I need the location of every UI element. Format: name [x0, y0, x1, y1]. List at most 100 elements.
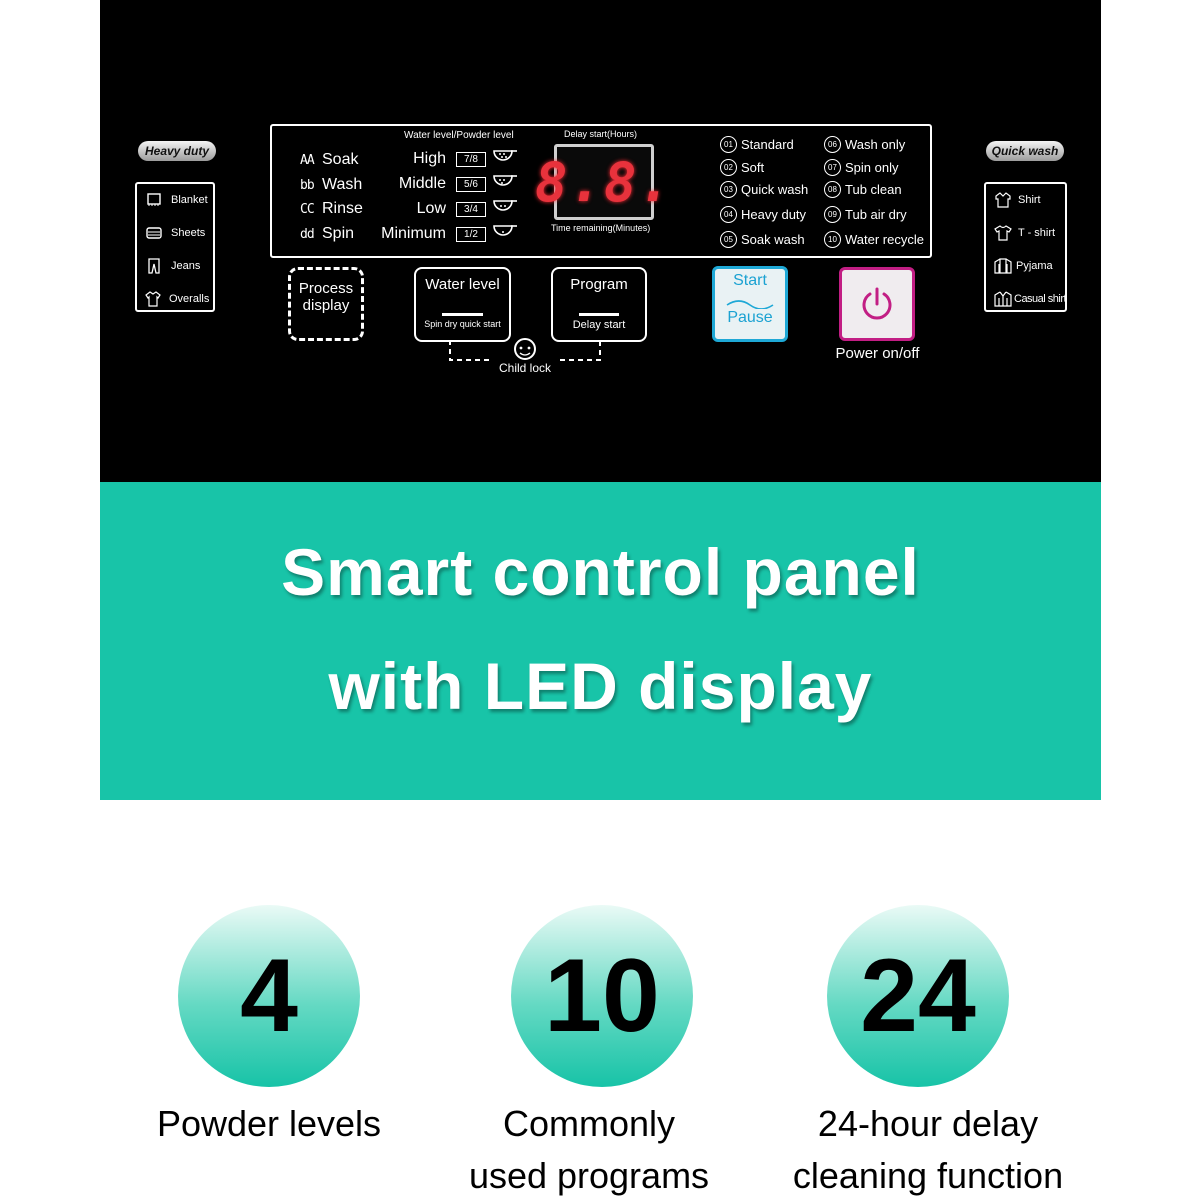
level-fraction: 5/6	[456, 176, 486, 192]
fabric-item-jeans: Jeans	[145, 256, 209, 276]
overalls-icon	[145, 290, 161, 308]
process-display-label: Process display	[298, 280, 354, 314]
segment-code: dd	[300, 226, 315, 242]
fabric-label: Jeans	[171, 260, 201, 272]
stat-circle-delay: 24	[827, 905, 1009, 1087]
fabric-item-shirt: Shirt	[994, 190, 1061, 210]
stat-circle-programs: 10	[511, 905, 693, 1087]
program-button-sub: Delay start	[572, 319, 626, 331]
fabric-item-sheets: Sheets	[145, 223, 209, 243]
water-level-button-sub: Spin dry quick start	[424, 319, 501, 329]
mode-label: Soak	[322, 151, 359, 168]
heavy-duty-pill: Heavy duty	[138, 141, 216, 161]
delay-start-header: Delay start(Hours)	[564, 129, 638, 139]
level-row-minimum: Minimum 1/2	[356, 223, 518, 245]
level-fraction: 3/4	[456, 201, 486, 217]
stat-label-programs: Commonly used programs	[468, 1103, 710, 1196]
headline-line-1: Smart control panel	[281, 535, 920, 609]
jeans-icon	[145, 257, 163, 275]
water-level-header: Water level/Powder level	[404, 130, 514, 141]
right-fabric-list: Shirt T - shirt Pyjama Casual shirt	[984, 182, 1067, 312]
blanket-icon	[145, 191, 163, 209]
water-level-button-label: Water level	[425, 276, 500, 293]
stat-number: 10	[544, 937, 660, 1054]
fabric-item-casual-shirt: Casual shirt	[994, 289, 1067, 309]
control-panel: Heavy duty Blanket Sheets Jeans Overalls…	[100, 0, 1101, 482]
segment-code: bb	[300, 177, 315, 193]
fabric-label: Sheets	[171, 227, 206, 239]
display-frame: Water level/Powder level AA Soak bb Wash…	[270, 124, 932, 258]
level-label: Low	[416, 200, 446, 217]
stat-number: 4	[240, 937, 298, 1054]
level-label: Minimum	[381, 225, 446, 242]
stat-number: 24	[860, 937, 976, 1054]
level-row-high: High 7/8	[356, 148, 518, 170]
wave-icon	[726, 300, 774, 309]
fabric-item-blanket: Blanket	[145, 190, 209, 210]
fabric-label: Overalls	[169, 293, 210, 305]
button-bar	[442, 313, 483, 316]
level-row-middle: Middle 5/6	[356, 173, 518, 195]
pyjama-icon	[994, 257, 1012, 275]
child-lock-connector	[449, 338, 601, 361]
led-digits: 8.8.	[534, 150, 674, 214]
fabric-label: Shirt	[1018, 194, 1041, 206]
stat-label-powder-levels: Powder levels	[156, 1103, 382, 1144]
mode-label: Spin	[322, 225, 355, 242]
t-shirt-icon	[994, 224, 1012, 242]
fabric-item-t-shirt: T - shirt	[994, 223, 1061, 243]
headline-banner: Smart control panel with LED display	[100, 482, 1101, 800]
level-row-low: Low 3/4	[356, 198, 518, 220]
program-button-label: Program	[570, 276, 628, 293]
mode-row-wash: bb Wash	[300, 174, 362, 196]
power-icon	[862, 287, 892, 320]
level-label: High	[413, 150, 446, 167]
level-fraction: 1/2	[456, 226, 486, 242]
pause-label: Pause	[727, 309, 773, 326]
mode-row-soak: AA Soak	[300, 149, 358, 171]
time-remaining-footer: Time remaining(Minutes)	[551, 223, 651, 233]
mode-label: Rinse	[322, 200, 363, 217]
power-label: Power on/off	[835, 345, 920, 362]
level-fraction: 7/8	[456, 151, 486, 167]
segment-code: AA	[300, 152, 315, 168]
level-label: Middle	[398, 175, 446, 192]
mode-label: Wash	[322, 176, 363, 193]
quick-wash-pill: Quick wash	[986, 141, 1064, 161]
powder-cup-icon	[492, 172, 518, 197]
button-bar	[579, 313, 619, 316]
process-display-button[interactable]: Process display	[288, 267, 364, 341]
fabric-label: Blanket	[171, 194, 208, 206]
fabric-item-overalls: Overalls	[145, 289, 209, 309]
fabric-label: Casual shirt	[1014, 293, 1067, 305]
stat-circle-powder-levels: 4	[178, 905, 360, 1087]
power-button[interactable]	[839, 267, 915, 341]
powder-cup-icon	[492, 197, 518, 222]
start-label: Start	[733, 272, 767, 289]
led-display: 8.8.	[535, 144, 671, 220]
fabric-label: Pyjama	[1016, 260, 1053, 272]
sheets-icon	[145, 224, 163, 242]
powder-cup-icon	[492, 147, 518, 172]
mode-row-rinse: CC Rinse	[300, 198, 363, 220]
child-lock-label: Child lock	[498, 361, 552, 375]
program-button[interactable]: Program Delay start	[551, 267, 647, 342]
start-pause-button[interactable]: Start Pause	[712, 266, 788, 342]
casual-shirt-icon	[994, 290, 1012, 308]
left-fabric-list: Blanket Sheets Jeans Overalls	[135, 182, 215, 312]
water-level-button[interactable]: Water level Spin dry quick start	[414, 267, 511, 342]
headline-line-2: with LED display	[328, 649, 873, 723]
segment-code: CC	[300, 201, 315, 217]
fabric-item-pyjama: Pyjama	[994, 256, 1061, 276]
stat-label-delay: 24-hour delay cleaning function	[792, 1103, 1064, 1196]
shirt-icon	[994, 191, 1012, 209]
